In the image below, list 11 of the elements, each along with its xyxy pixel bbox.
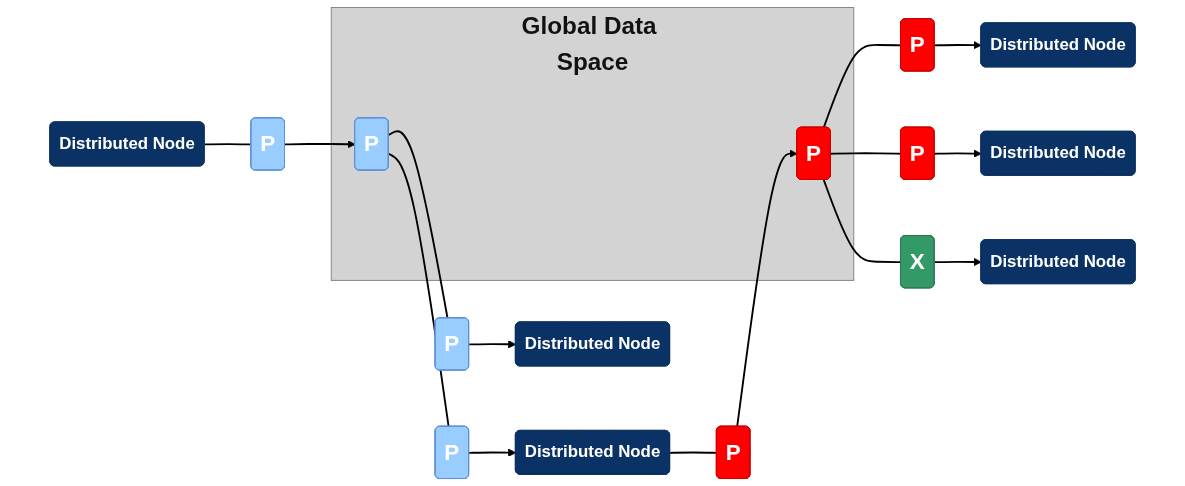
arrow — [284, 140, 356, 149]
arrow — [468, 448, 517, 457]
connector — [669, 451, 718, 454]
arrow — [933, 149, 982, 158]
arrow — [933, 41, 982, 50]
connector — [822, 178, 902, 264]
connector — [822, 44, 902, 129]
connector — [829, 152, 902, 155]
arrow — [933, 257, 982, 267]
arrow — [468, 340, 517, 349]
arrow — [736, 149, 798, 428]
